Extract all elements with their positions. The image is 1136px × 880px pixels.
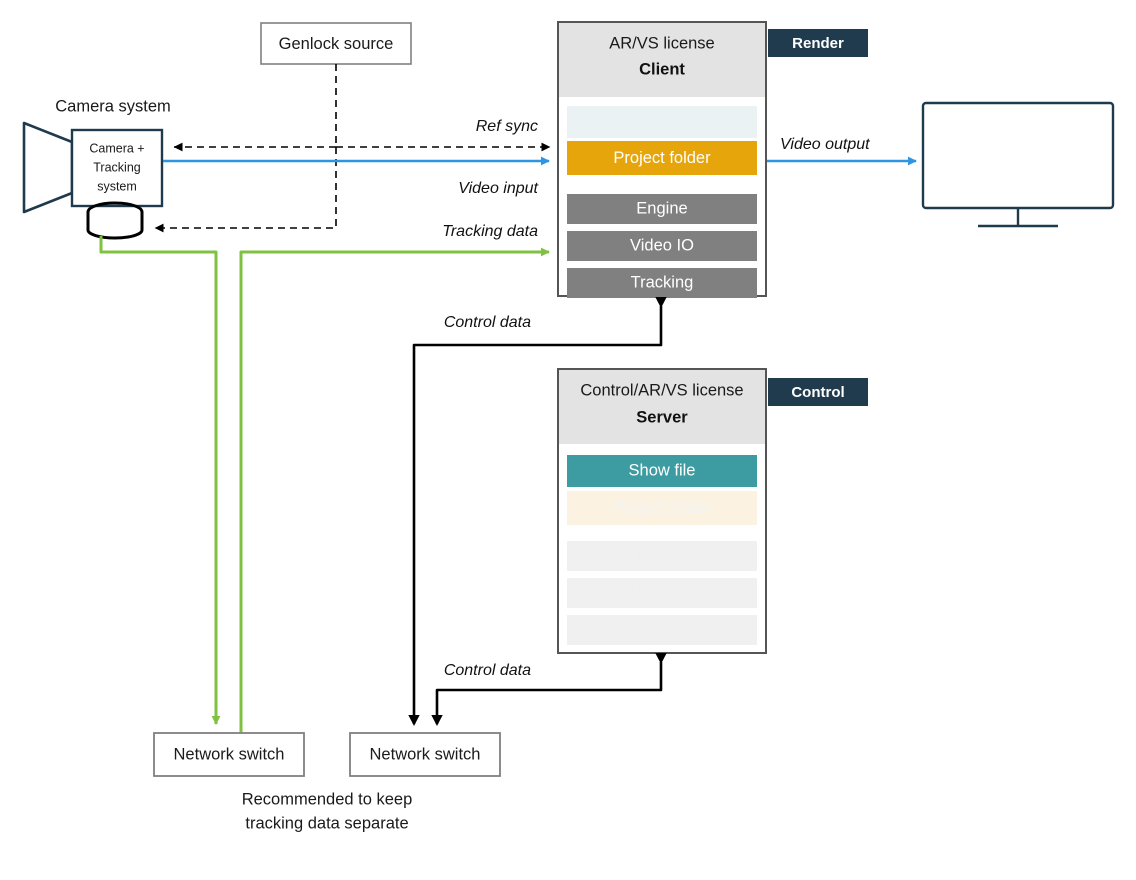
server-row-project-folder-label: Project folder — [613, 499, 711, 517]
server-box-group: Control Control/AR/VS license Server Sho… — [557, 368, 868, 654]
camera-lens-icon — [22, 121, 74, 214]
tracking-sensor-to-switch — [99, 236, 221, 725]
client-row-project-folder[interactable] — [567, 141, 757, 175]
genlock-source-box — [260, 22, 412, 65]
video-input-label: Video input — [458, 180, 538, 197]
client-header-band — [559, 23, 765, 97]
control-badge-label: Control — [791, 384, 844, 401]
network-switch-tracking-box[interactable] — [153, 732, 305, 777]
tracking-data-label: Tracking data — [442, 223, 538, 240]
render-badge-label: Render — [792, 35, 844, 52]
server-header-title: Control/AR/VS license — [580, 381, 743, 399]
client-box-group: Render AR/VS license Client Project fold… — [557, 21, 868, 298]
video-output-label: Video output — [780, 136, 870, 153]
monitor-group — [921, 101, 1115, 228]
tracking-data-lines — [99, 236, 550, 733]
genlock-source-label: Genlock source — [279, 35, 394, 53]
network-switch-control-group[interactable]: Network switch — [349, 732, 501, 777]
caption-line-2: tracking data separate — [245, 814, 408, 832]
network-switch-tracking-group[interactable]: Network switch — [153, 732, 305, 777]
client-row-engine[interactable] — [567, 194, 757, 224]
client-row-engine-label: Engine — [636, 199, 687, 217]
tracking-sensor-icon — [86, 212, 144, 240]
switch-to-client-tracking — [239, 247, 550, 733]
control-badge — [768, 378, 868, 406]
ref-sync-label: Ref sync — [476, 118, 538, 135]
camera-system-group: Camera system Camera + Tracking system — [22, 97, 171, 240]
ref-sync-dashed-lines — [154, 64, 551, 233]
client-header-sub: Client — [639, 60, 685, 78]
render-badge — [768, 29, 868, 57]
server-header-sub: Server — [636, 408, 688, 426]
tracking-sensor-top — [86, 201, 144, 213]
control-data-client-to-switch — [408, 297, 667, 726]
camera-body-line-2: Tracking — [93, 160, 141, 174]
server-row-show-file-label: Show file — [629, 461, 696, 479]
client-row-tracking[interactable] — [567, 268, 757, 298]
client-row-video-io-label: Video IO — [630, 236, 694, 254]
network-switch-control-label: Network switch — [370, 745, 481, 763]
client-row-project-folder-label: Project folder — [613, 149, 711, 167]
control-data-server-to-switch — [431, 653, 667, 726]
ref-sync-to-sensor — [154, 147, 337, 233]
camera-body-line-1: Camera + — [89, 141, 144, 155]
client-row-video-io[interactable] — [567, 231, 757, 261]
camera-body-line-3: system — [97, 179, 137, 193]
server-row-engine-label: Engine — [636, 546, 687, 564]
genlock-source-group: Genlock source — [260, 22, 412, 65]
control-data-lines — [408, 297, 667, 726]
server-row-tracking-label: Tracking — [631, 620, 694, 638]
monitor-screen-icon — [921, 101, 1115, 210]
server-row-video-io-label: Video IO — [630, 583, 694, 601]
caption-line-1: Recommended to keep — [242, 790, 413, 808]
network-switch-control-box[interactable] — [349, 732, 501, 777]
client-row-blank[interactable] — [567, 106, 757, 138]
control-data-top-label: Control data — [444, 314, 531, 331]
camera-body-box — [70, 128, 164, 208]
client-row-tracking-label: Tracking — [631, 273, 694, 291]
control-data-bottom-label: Control data — [444, 662, 531, 679]
camera-system-title: Camera system — [55, 97, 171, 115]
network-switch-tracking-label: Network switch — [174, 745, 285, 763]
client-header-title: AR/VS license — [609, 34, 714, 52]
